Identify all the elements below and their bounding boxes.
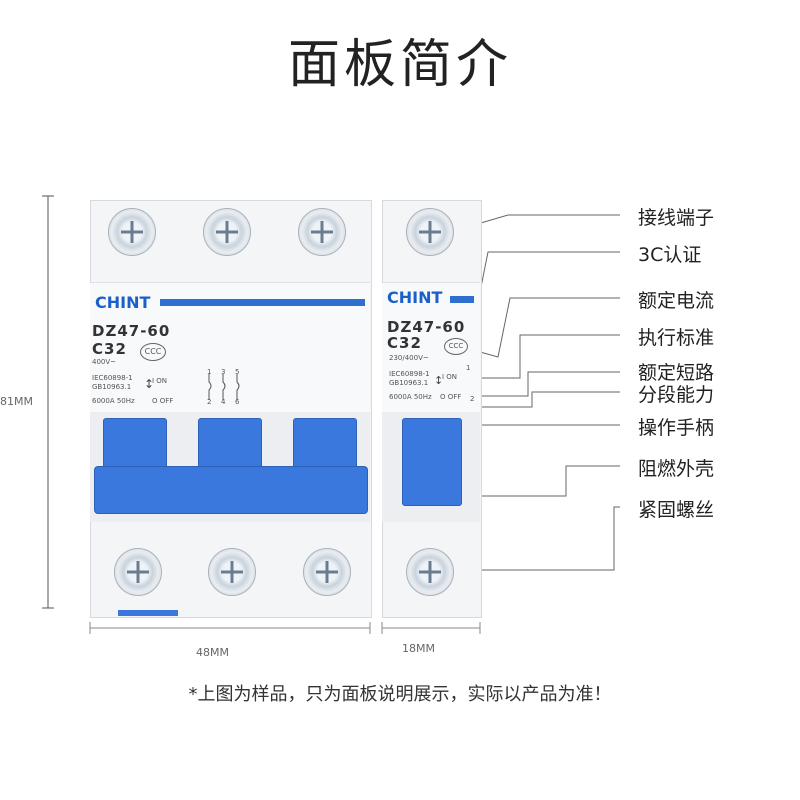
model-label-3p: DZ47-60 xyxy=(92,322,171,340)
standard-1-3p: IEC60898-1 xyxy=(92,374,133,382)
terminal-bottom-1p: 2 xyxy=(470,395,475,403)
on-off-arrow-icon: ↕ xyxy=(434,374,444,387)
terminal-top-1p: 1 xyxy=(466,364,471,372)
fastening-screw-icon xyxy=(208,548,256,596)
rating-label-1p: C32 xyxy=(387,334,422,352)
breaking-capacity-3p: 6000A 50Hz xyxy=(92,397,135,405)
terminal-bottom-6: 6 xyxy=(235,398,240,406)
off-label-3p: O OFF xyxy=(152,397,174,405)
standard-2-3p: GB10963.1 xyxy=(92,383,132,391)
fastening-screw-icon xyxy=(406,548,454,596)
voltage-label-1p: 230/400V~ xyxy=(389,354,429,362)
callout-flame-retardant-case: 阻燃外壳 xyxy=(638,458,715,480)
din-clip xyxy=(118,610,178,616)
on-off-arrow-icon: ↕ xyxy=(144,377,155,391)
voltage-label-3p: 400V~ xyxy=(92,358,117,366)
brand-logo-1p: CHINT xyxy=(387,288,443,307)
callout-rated-current: 额定电流 xyxy=(638,290,715,312)
terminal-bottom-2: 2 xyxy=(207,398,212,406)
terminal-top-5: 5 xyxy=(235,368,240,376)
on-label-1p: I ON xyxy=(442,373,458,381)
terminal-screw-icon xyxy=(298,208,346,256)
on-label-3p: I ON xyxy=(152,377,168,385)
standard-1-1p: IEC60898-1 xyxy=(389,370,430,378)
wiring-diagram-icon xyxy=(208,374,240,400)
width-1p-dimension-label: 18MM xyxy=(402,642,435,655)
rating-label-3p: C32 xyxy=(92,340,127,358)
fastening-screw-icon xyxy=(114,548,162,596)
height-dimension-label: 81MM xyxy=(0,395,33,408)
terminal-top-1: 1 xyxy=(207,368,212,376)
terminal-top-3: 3 xyxy=(221,368,226,376)
callout-rated-short-circuit: 额定短路 xyxy=(638,362,715,384)
model-label-1p: DZ47-60 xyxy=(387,318,466,336)
terminal-screw-icon xyxy=(108,208,156,256)
width-3p-dimension-label: 48MM xyxy=(196,646,229,659)
terminal-screw-icon xyxy=(203,208,251,256)
brand-bar-3p xyxy=(160,299,365,306)
standard-2-1p: GB10963.1 xyxy=(389,379,429,387)
brand-logo-3p: CHINT xyxy=(95,293,151,312)
off-label-1p: O OFF xyxy=(440,393,462,401)
breaking-capacity-1p: 6000A 50Hz xyxy=(389,393,432,401)
terminal-bottom-4: 4 xyxy=(221,398,226,406)
callout-standard: 执行标准 xyxy=(638,327,715,349)
page-title: 面板简介 xyxy=(287,35,512,95)
terminal-screw-icon xyxy=(406,208,454,256)
callout-fastening-screw: 紧固螺丝 xyxy=(638,499,715,521)
callout-breaking-capacity: 分段能力 xyxy=(638,384,715,406)
footnote: *上图为样品，只为面板说明展示，实际以产品为准！ xyxy=(188,684,612,705)
handle-tie-bar[interactable] xyxy=(94,466,368,514)
callout-handle: 操作手柄 xyxy=(638,417,715,439)
ccc-mark-icon: CCC xyxy=(444,338,468,355)
fastening-screw-icon xyxy=(303,548,351,596)
callout-3c-cert: 3C认证 xyxy=(638,244,702,266)
ccc-mark-icon: CCC xyxy=(140,343,166,361)
callout-terminal: 接线端子 xyxy=(638,207,715,229)
brand-bar-1p xyxy=(450,296,474,303)
operating-handle-1p[interactable] xyxy=(402,418,462,506)
